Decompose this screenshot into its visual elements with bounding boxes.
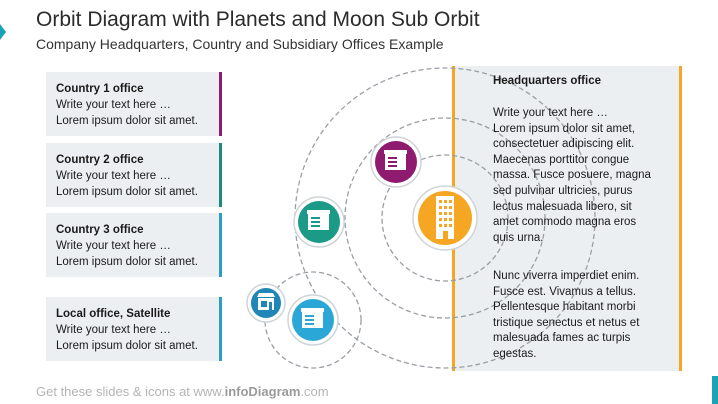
hq-text-line: Maecenas porttitor congue	[493, 153, 630, 166]
office-text: Lorem ipsum dolor sit amet.	[56, 340, 198, 352]
hq-text-line: consectetuer adipiscing elit.	[493, 138, 635, 151]
planet-country-1	[370, 136, 422, 188]
office-name: Country 3 office	[56, 224, 144, 236]
hq-paragraph-1: Write your text here … Lorem ipsum dolor…	[493, 106, 668, 246]
hq-text-line: lectus malesuada libero, sit	[493, 200, 632, 213]
office-icon	[307, 210, 330, 230]
office-box-country-1: Country 1 office Write your text here … …	[46, 72, 222, 136]
office-name: Country 1 office	[56, 83, 144, 95]
office-text: Lorem ipsum dolor sit amet.	[56, 115, 198, 127]
moon-sub-orbit	[264, 271, 362, 369]
footer-suffix: .com	[300, 384, 329, 399]
hq-text-line: Write your text here …	[493, 107, 608, 119]
office-box-local-satellite: Local office, Satellite Write your text …	[46, 297, 222, 361]
hq-text-line: Nunc viverra imperdiet enim.	[493, 270, 640, 282]
office-text: Lorem ipsum dolor sit amet.	[56, 256, 198, 268]
footer-credit: Get these slides & icons at www.infoDiag…	[36, 384, 329, 399]
hq-text-line: massa. Fusce posuere, magna	[493, 169, 651, 182]
left-accent-mark	[0, 24, 6, 40]
orbit-middle	[344, 117, 546, 319]
office-name: Country 2 office	[56, 154, 144, 166]
hq-text-line: Pellentesque habitant morbi	[493, 301, 636, 314]
moon-satellite	[246, 283, 286, 323]
office-text: Write your text here …	[56, 170, 171, 182]
office-building-icon	[436, 196, 454, 239]
office-box-country-3: Country 3 office Write your text here … …	[46, 213, 222, 277]
planet-headquarters	[412, 185, 478, 251]
office-name: Local office, Satellite	[56, 308, 171, 320]
hq-panel	[452, 66, 682, 371]
hq-text-line: Fusce est. Vivamus a tellus.	[493, 285, 636, 298]
corner-accent-mark	[712, 376, 718, 404]
hq-text-line: quis urna.	[493, 231, 544, 244]
hq-text-line: Lorem ipsum dolor sit amet,	[493, 122, 635, 135]
office-text: Write your text here …	[56, 240, 171, 252]
hq-text-line: sed pulvinar ultricies, purus	[493, 184, 633, 197]
planet-local-office	[287, 294, 339, 346]
slide-title: Orbit Diagram with Planets and Moon Sub …	[36, 8, 480, 31]
footer-prefix: Get these slides & icons at www.	[36, 384, 225, 399]
office-box-country-2: Country 2 office Write your text here … …	[46, 143, 222, 207]
footer-brand: infoDiagram	[224, 384, 301, 399]
planet-country-2	[293, 196, 345, 248]
office-icon	[384, 150, 407, 170]
orbit-outer	[294, 67, 596, 369]
office-text: Write your text here …	[56, 324, 171, 336]
orbit-inner	[381, 154, 509, 282]
hq-title: Headquarters office	[493, 75, 602, 87]
hq-paragraph-2: Nunc viverra imperdiet enim. Fusce est. …	[493, 269, 668, 363]
hq-text-line: tristique senectus et netus et	[493, 316, 640, 329]
office-text: Write your text here …	[56, 99, 171, 111]
hq-text-line: egestas.	[493, 347, 537, 360]
office-icon	[301, 308, 324, 328]
hq-text-line: malesuada fames ac turpis	[493, 332, 631, 345]
hq-text-line: amet commodo magna eros	[493, 216, 637, 229]
office-text: Lorem ipsum dolor sit amet.	[56, 186, 198, 198]
shop-icon	[257, 293, 275, 310]
slide-subtitle: Company Headquarters, Country and Subsid…	[36, 36, 444, 52]
